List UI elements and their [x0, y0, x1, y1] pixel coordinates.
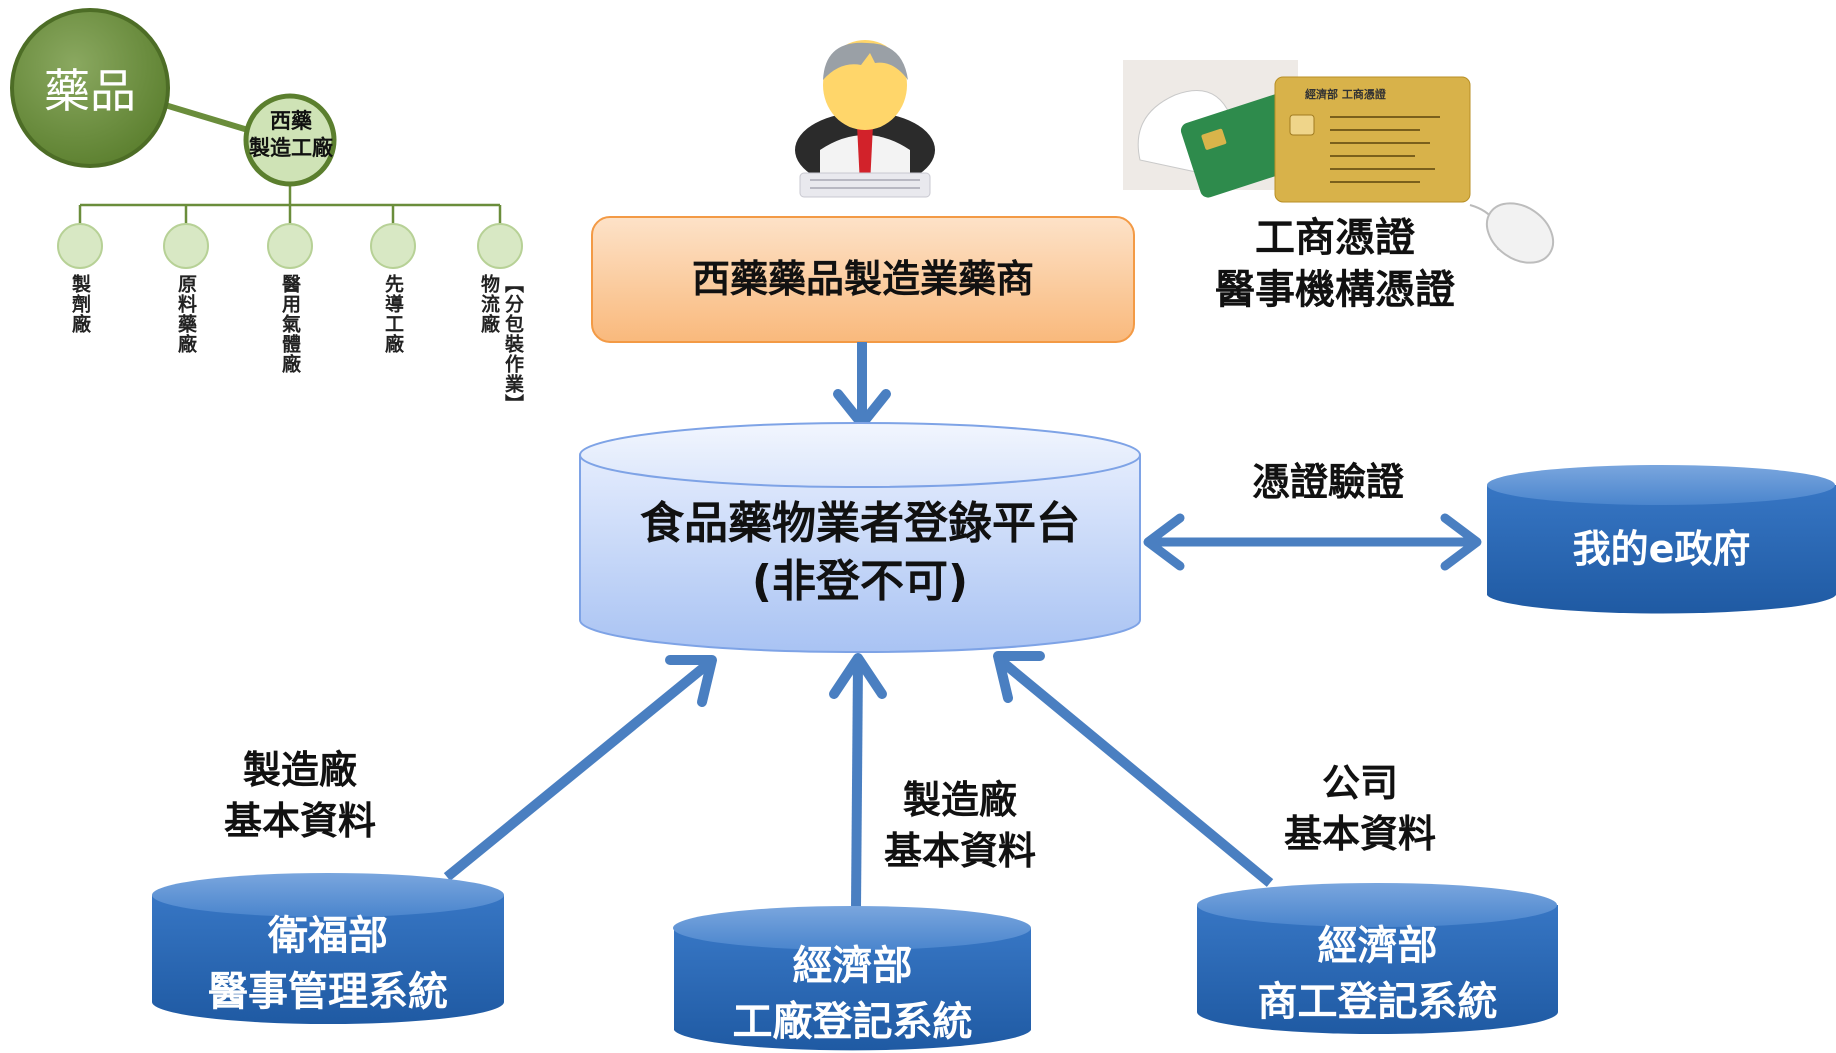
tree-root-node [10, 8, 170, 168]
arrow-source-3 [996, 656, 1274, 887]
tree-leaf-label-1: 製劑廠 [68, 274, 91, 334]
tree-mid-label-line2: 製造工廠 [249, 136, 333, 161]
tree-leaf-label-3: 醫用氣體廠 [278, 274, 301, 374]
source-cylinder-3 [1197, 883, 1558, 1035]
source-1-line2: 醫事管理系統 [208, 969, 448, 1015]
source-2-line2: 工廠登記系統 [732, 999, 973, 1045]
tree-root-link [164, 102, 249, 133]
tree-leaf-label-5: 物流廠 [477, 274, 500, 334]
tree-leaf-label-4: 先導工廠 [381, 274, 404, 354]
source-1-data-line2: 基本資料 [223, 799, 376, 844]
platform-label-line2: (非登不可) [751, 556, 969, 608]
arrow-head-source-3 [993, 651, 1045, 703]
platform-label: 食品藥物業者登錄平台 (非登不可) [580, 495, 1140, 611]
egov-label: 我的e政府 [1572, 527, 1751, 572]
source-1-data-line1: 製造廠 [242, 748, 357, 792]
arrow-head-left [1143, 513, 1185, 571]
manufacturer-label: 西藥藥品製造業藥商 [691, 256, 1034, 301]
business-person-icon [795, 40, 935, 198]
card-title-text: 經濟部 工商憑證 [1305, 87, 1387, 101]
certificate-label-line2: 醫事機構憑證 [1215, 267, 1455, 313]
source-2-data-line2: 基本資料 [883, 829, 1036, 874]
source-cylinder-1 [152, 873, 504, 1024]
tree-leaf-label-2: 原料藥廠 [174, 274, 197, 354]
source-2-line1: 經濟部 [792, 943, 913, 989]
source-1-label: 衛福部 醫事管理系統 [152, 908, 504, 1020]
tree-mid-label-line1: 西藥 [270, 109, 312, 133]
arrow-head-right [1440, 513, 1482, 571]
platform-cylinder [579, 422, 1141, 653]
source-3-label: 經濟部 商工登記系統 [1197, 918, 1558, 1030]
certificate-label-line1: 工商憑證 [1255, 215, 1415, 261]
source-3-line2: 商工登記系統 [1257, 979, 1498, 1025]
tree-leaf-node-1 [57, 223, 103, 269]
source-3-data-line1: 公司 [1321, 761, 1398, 805]
source-cylinder-2 [673, 906, 1031, 1051]
tree-leaf-node-2 [163, 223, 209, 269]
source-3-data-line2: 基本資料 [1283, 812, 1436, 857]
tree-leaf-node-5 [477, 223, 523, 269]
tree-leaf-node-4 [370, 223, 416, 269]
certificate-label: 工商憑證 醫事機構憑證 [1185, 212, 1485, 316]
tree-leaf-node-3 [267, 223, 313, 269]
arrow-head-source-2 [829, 653, 887, 699]
source-2-data-line1: 製造廠 [902, 778, 1017, 822]
source-1-data-label: 製造廠 基本資料 [185, 745, 415, 848]
tree-mid-node [243, 93, 337, 187]
source-2-data-label: 製造廠 基本資料 [845, 775, 1075, 878]
source-1-line1: 衛福部 [268, 913, 388, 959]
source-3-data-label: 公司 基本資料 [1245, 758, 1475, 861]
arrow-source-2 [851, 661, 863, 909]
platform-label-line1: 食品藥物業者登錄平台 [640, 498, 1080, 549]
arrow-source-1 [443, 660, 712, 881]
source-3-line1: 經濟部 [1317, 923, 1438, 969]
tree-root-label: 藥品 [44, 64, 136, 118]
arrow-head-source-1 [665, 655, 717, 707]
egov-link-label: 憑證驗證 [1251, 460, 1404, 504]
source-2-label: 經濟部 工廠登記系統 [674, 938, 1031, 1050]
egov-cylinder [1487, 465, 1836, 614]
certificate-cards-icon: 經濟部 工商憑證 [1123, 60, 1555, 264]
tree-leaf-label-5-note: 【分包裝作業】 [501, 274, 524, 414]
tree-mid-label: 西藥 製造工廠 [236, 108, 346, 163]
